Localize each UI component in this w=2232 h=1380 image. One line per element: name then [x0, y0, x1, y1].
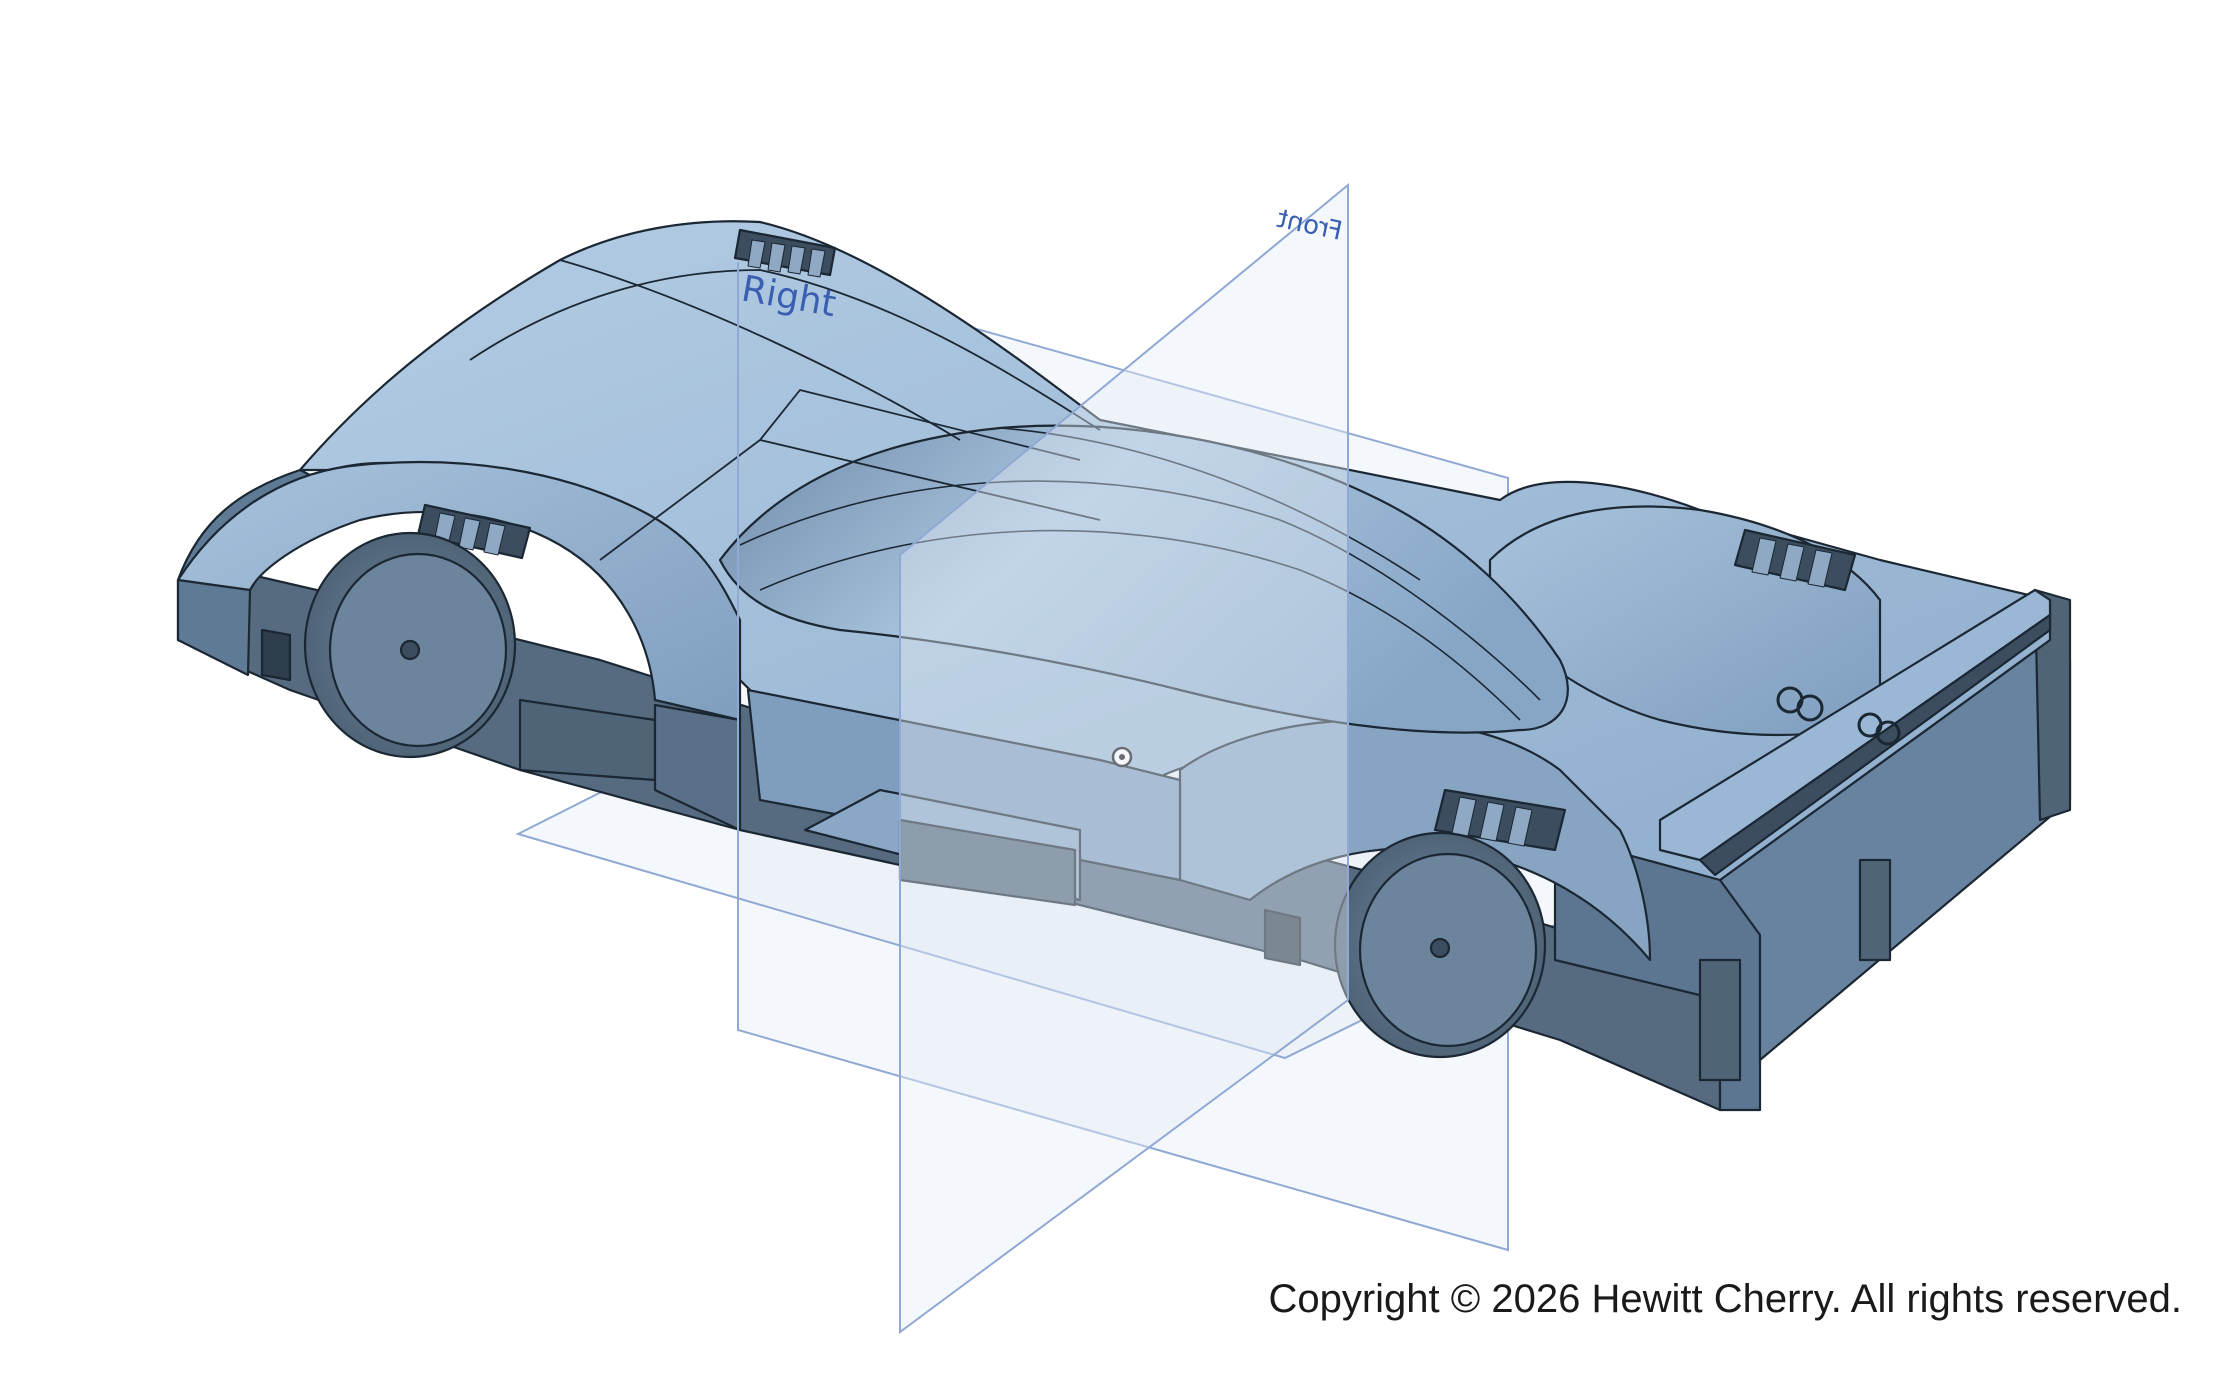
rear-vent-side: [1433, 788, 1567, 852]
canopy-contour-1: [739, 480, 1541, 701]
roof-line-left: [469, 269, 1101, 431]
rear-wheel: [1333, 831, 1547, 1059]
rear-mount-details: [1776, 686, 1901, 746]
side-pod-block: [653, 703, 742, 832]
rear-brake-duct: [1263, 908, 1302, 967]
rear-wing-endplate-right: [2033, 588, 2072, 822]
canopy-contour-3: [999, 427, 1421, 581]
front-fender-left: [176, 460, 742, 722]
front-wheel: [303, 531, 517, 759]
front-vent-top: [733, 228, 837, 278]
rear-wing-lip: [1698, 613, 2052, 877]
canopy-contour-2: [759, 529, 1521, 721]
front-vent-lower: [416, 503, 532, 560]
copyright-notice: Copyright © 2026 Hewitt Cherry. All righ…: [1268, 1277, 2182, 1321]
deck-panel-line: [599, 389, 1101, 561]
front-plane[interactable]: [899, 182, 1349, 1334]
front-brake-duct: [260, 628, 292, 682]
reference-planes-front: [737, 182, 1349, 1334]
rear-vent-top: [1733, 528, 1857, 592]
origin-marker[interactable]: [1111, 746, 1133, 768]
roof-line-right: [559, 259, 961, 441]
rear-wing-struts: [1698, 858, 1892, 1082]
